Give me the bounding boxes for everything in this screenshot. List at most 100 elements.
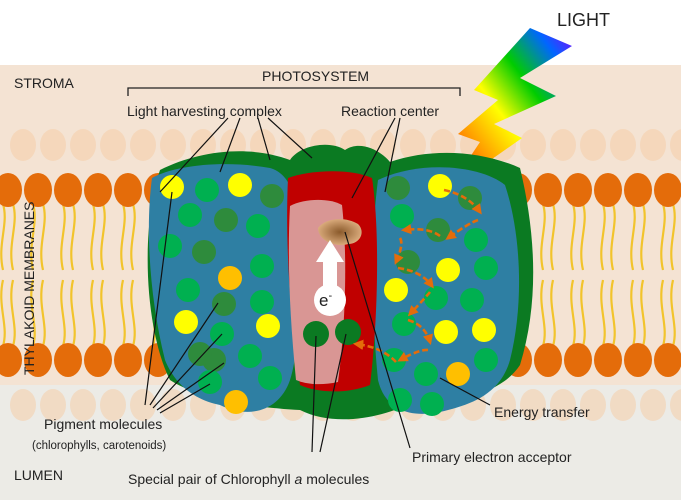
energy-transfer-arrow bbox=[352, 339, 397, 363]
pigment-molecule bbox=[192, 240, 216, 264]
lipid-tail bbox=[130, 279, 136, 347]
lipid-tail bbox=[40, 203, 46, 271]
lipid-head-back bbox=[490, 389, 516, 421]
lipid-head bbox=[564, 343, 592, 377]
lipid-head bbox=[24, 173, 52, 207]
primary-acceptor-label: Primary electron acceptor bbox=[412, 449, 572, 465]
electron-label: e- bbox=[319, 290, 332, 310]
lipid-head bbox=[114, 343, 142, 377]
pigment-molecule bbox=[464, 228, 488, 252]
lipid-tail bbox=[30, 203, 36, 271]
pigment-molecule bbox=[212, 292, 236, 316]
reaction-center-label: Reaction center bbox=[341, 103, 439, 119]
lipid-tail bbox=[610, 279, 616, 347]
pigment-molecule bbox=[224, 390, 248, 414]
lipid-head-back bbox=[640, 129, 666, 161]
pigment-molecule bbox=[246, 214, 270, 238]
lipid-tail bbox=[0, 203, 6, 271]
lipid-tail bbox=[90, 203, 96, 271]
pigment-molecule bbox=[160, 175, 184, 199]
pigment-molecule bbox=[386, 176, 410, 200]
pigment-molecule bbox=[414, 362, 438, 386]
lipid-head-back bbox=[550, 129, 576, 161]
lipid-tail bbox=[580, 279, 586, 347]
lipid-head-back bbox=[520, 129, 546, 161]
pigment-molecule bbox=[250, 290, 274, 314]
pigment-molecule bbox=[446, 362, 470, 386]
pigment-molecule bbox=[428, 174, 452, 198]
special-pair-chlorophyll bbox=[303, 321, 329, 347]
lipid-tail bbox=[660, 203, 666, 271]
pigment-molecule bbox=[176, 278, 200, 302]
pigment-molecule bbox=[426, 218, 450, 242]
pigment-molecule bbox=[392, 312, 416, 336]
pigment-molecule bbox=[436, 258, 460, 282]
lipid-tail bbox=[100, 279, 106, 347]
light-harvesting-label: Light harvesting complex bbox=[127, 103, 282, 119]
lipid-head-back bbox=[400, 129, 426, 161]
energy-transfer-arrow bbox=[407, 318, 433, 345]
lipid-head-back bbox=[130, 129, 156, 161]
lipid-head bbox=[654, 173, 681, 207]
pigment-molecule bbox=[195, 178, 219, 202]
lipid-head-back bbox=[610, 129, 636, 161]
lipid-head bbox=[564, 173, 592, 207]
lipid-tail bbox=[670, 203, 676, 271]
pigment-molecule bbox=[388, 388, 412, 412]
lipid-tail bbox=[610, 203, 616, 271]
lipid-head bbox=[54, 343, 82, 377]
lipid-head bbox=[114, 173, 142, 207]
pigment-molecules-label: Pigment molecules bbox=[44, 416, 162, 432]
lipid-head-back bbox=[40, 389, 66, 421]
lipid-tail bbox=[550, 279, 556, 347]
special-pair-label: Special pair of Chlorophyll a molecules bbox=[128, 471, 369, 487]
pigment-molecule bbox=[474, 348, 498, 372]
lipid-head-back bbox=[520, 389, 546, 421]
electron-circle bbox=[314, 284, 346, 316]
pigment-molecule bbox=[434, 320, 458, 344]
lipid-tail bbox=[570, 279, 576, 347]
lipid-head-back bbox=[40, 129, 66, 161]
lipid-tail bbox=[600, 279, 606, 347]
lipid-tail bbox=[640, 203, 646, 271]
pigment-molecule bbox=[238, 344, 262, 368]
pigment-molecule bbox=[218, 266, 242, 290]
membrane-label: THYLAKOID MEMBRANES bbox=[21, 202, 37, 375]
energy-transfer-arrow bbox=[400, 223, 441, 238]
lipid-head bbox=[624, 173, 652, 207]
lipid-head bbox=[654, 343, 681, 377]
electron-arrow-icon bbox=[316, 240, 344, 300]
lipid-tail bbox=[10, 203, 16, 271]
lipid-head bbox=[594, 343, 622, 377]
lipid-tail bbox=[60, 279, 66, 347]
lipid-tail bbox=[630, 279, 636, 347]
lipid-head-back bbox=[160, 129, 186, 161]
lipid-tail bbox=[100, 203, 106, 271]
lipid-head bbox=[0, 343, 22, 377]
lumen-label: LUMEN bbox=[14, 467, 63, 483]
lipid-head-back bbox=[70, 389, 96, 421]
pigment-molecule bbox=[258, 366, 282, 390]
lipid-head bbox=[84, 343, 112, 377]
lipid-head-back bbox=[10, 389, 36, 421]
lipid-head bbox=[24, 343, 52, 377]
energy-transfer-arrow bbox=[397, 348, 429, 362]
lipid-head bbox=[0, 173, 22, 207]
lipid-tail bbox=[540, 203, 546, 271]
lipid-tail bbox=[600, 203, 606, 271]
lipid-tail bbox=[10, 279, 16, 347]
lipid-tail bbox=[120, 279, 126, 347]
energy-transfer-label: Energy transfer bbox=[494, 404, 590, 420]
lipid-head-back bbox=[10, 129, 36, 161]
lipid-head bbox=[594, 173, 622, 207]
pigment-molecule bbox=[250, 254, 274, 278]
lipid-head bbox=[84, 173, 112, 207]
pigment-molecule bbox=[424, 286, 448, 310]
pigment-molecule bbox=[228, 173, 252, 197]
lipid-head-back bbox=[670, 129, 681, 161]
primary-acceptor-blob bbox=[318, 219, 362, 246]
pigment-molecule bbox=[256, 314, 280, 338]
photosystem-label: PHOTOSYSTEM bbox=[262, 68, 369, 84]
lipid-tail bbox=[640, 279, 646, 347]
